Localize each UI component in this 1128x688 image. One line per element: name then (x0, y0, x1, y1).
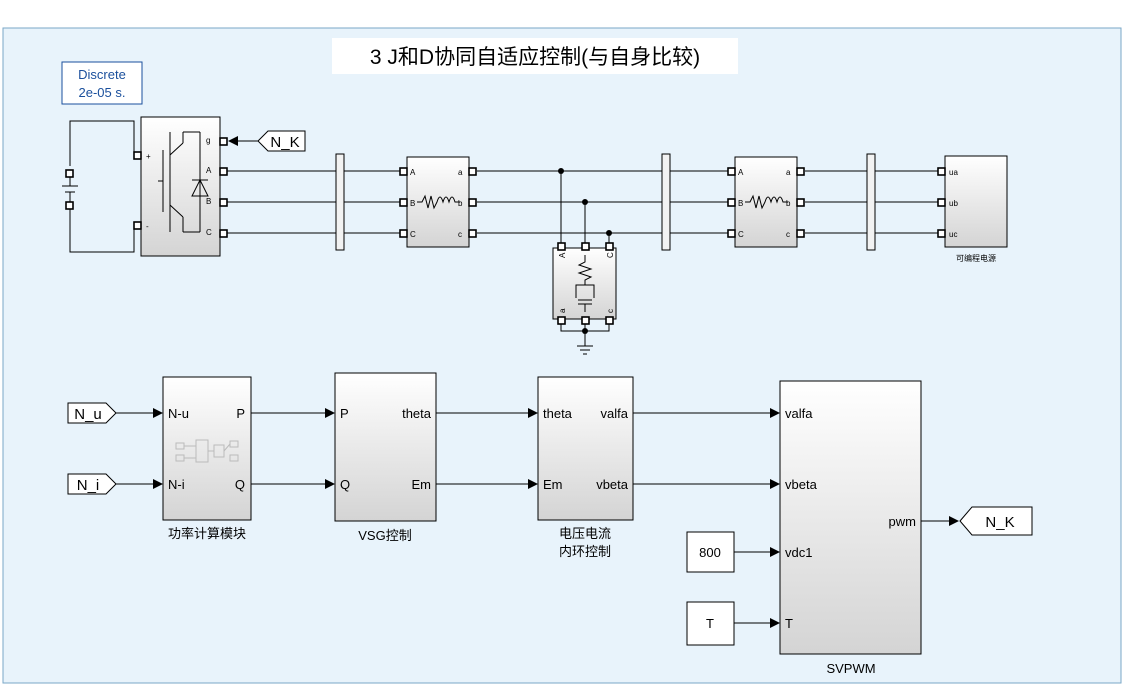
measurement-bus-3[interactable] (866, 153, 876, 251)
programmable-source-block[interactable]: ua ub uc 可编程电源 (937, 155, 1008, 263)
solver-type: Discrete (78, 67, 126, 82)
rl-icon (417, 194, 460, 210)
svg-text:N-i: N-i (168, 477, 185, 492)
vsg-control-block[interactable]: P Q theta Em VSG控制 (334, 372, 437, 543)
rl-line-block-1[interactable]: A B C a b c (399, 156, 477, 248)
dc-voltage-source[interactable] (62, 120, 135, 253)
svg-text:theta: theta (402, 406, 432, 421)
svg-text:Q: Q (235, 477, 245, 492)
measurement-bus-1[interactable] (335, 153, 345, 251)
svg-text:C: C (738, 230, 744, 239)
svg-text:valfa: valfa (601, 406, 629, 421)
igbt-icon (158, 131, 209, 233)
ground-symbol (560, 324, 610, 355)
rl-icon (745, 194, 788, 210)
svg-text:B: B (206, 197, 211, 206)
svg-text:A: A (558, 252, 567, 258)
constant-t-block[interactable]: T (686, 601, 735, 646)
svg-text:vbeta: vbeta (785, 477, 818, 492)
svg-text:b: b (458, 199, 463, 208)
source-block-label: 可编程电源 (956, 253, 996, 263)
svg-text:vbeta: vbeta (596, 477, 629, 492)
rc-icon (575, 255, 595, 312)
svg-text:A: A (410, 168, 416, 177)
svg-text:N_K: N_K (270, 134, 299, 151)
svg-text:N_K: N_K (985, 514, 1014, 531)
svg-text:P: P (236, 406, 245, 421)
svg-text:B: B (410, 199, 415, 208)
svg-text:800: 800 (699, 545, 721, 560)
svg-text:pwm: pwm (889, 514, 916, 529)
svg-text:A: A (206, 166, 212, 175)
svpwm-label: SVPWM (826, 661, 875, 676)
svg-text:a: a (786, 168, 791, 177)
vsg-label: VSG控制 (358, 528, 411, 543)
svg-text:T: T (785, 616, 793, 631)
svg-text:a: a (558, 308, 567, 313)
rl-line-block-2[interactable]: A B C a b c (727, 156, 805, 248)
svg-text:vdc1: vdc1 (785, 545, 812, 560)
svg-text:A: A (738, 168, 744, 177)
svg-text:+: + (146, 152, 151, 161)
svg-text:Em: Em (543, 477, 563, 492)
voltage-current-loop-block[interactable]: theta Em valfa vbeta 电压电流 内环控制 (537, 376, 634, 559)
constant-vdc-block[interactable]: 800 (686, 531, 735, 573)
svg-text:c: c (606, 309, 615, 313)
svpwm-block[interactable]: valfa vbeta vdc1 T pwm SVPWM (779, 380, 922, 676)
svg-text:b: b (786, 199, 791, 208)
vi-loop-label-1: 电压电流 (559, 526, 611, 541)
svg-text:N-u: N-u (168, 406, 189, 421)
svg-text:theta: theta (543, 406, 573, 421)
svg-text:c: c (786, 230, 790, 239)
svg-text:Q: Q (340, 477, 350, 492)
subsystem-preview-icon (175, 439, 239, 463)
svg-text:a: a (458, 168, 463, 177)
svg-text:ub: ub (949, 199, 958, 208)
power-calc-label: 功率计算模块 (168, 526, 246, 541)
svg-text:C: C (206, 228, 212, 237)
from-tag-nk-top[interactable]: N_K (257, 130, 306, 152)
title-annotation[interactable] (332, 38, 738, 74)
powergui-block[interactable]: Discrete 2e-05 s. (61, 61, 143, 105)
svg-text:-: - (146, 222, 149, 231)
svg-text:C: C (410, 230, 416, 239)
vi-loop-label-2: 内环控制 (559, 544, 611, 559)
svg-text:C: C (606, 252, 615, 258)
svg-text:c: c (458, 230, 462, 239)
svg-text:T: T (706, 616, 714, 631)
svg-text:P: P (340, 406, 349, 421)
svg-text:N_i: N_i (77, 477, 100, 494)
svg-text:ua: ua (949, 168, 958, 177)
svg-text:B: B (738, 199, 743, 208)
svg-text:Em: Em (412, 477, 432, 492)
svg-text:valfa: valfa (785, 406, 813, 421)
page-title: 3 J和D协同自适应控制(与自身比较) (370, 46, 700, 69)
igbt-bridge-block[interactable]: + - g A B C (133, 116, 228, 257)
from-tag-ni[interactable]: N_i (67, 473, 117, 495)
measurement-bus-2[interactable] (661, 153, 671, 251)
from-tag-nu[interactable]: N_u (67, 402, 117, 424)
svg-text:uc: uc (949, 230, 957, 239)
svg-text:g: g (206, 136, 210, 145)
rlc-load-block[interactable]: A C a c (552, 242, 617, 325)
goto-tag-nk-bottom[interactable]: N_K (959, 506, 1033, 536)
solver-step: 2e-05 s. (79, 85, 126, 100)
power-calculation-block[interactable]: N-u N-i P Q 功率计算模块 (162, 376, 252, 541)
svg-text:N_u: N_u (74, 406, 102, 423)
